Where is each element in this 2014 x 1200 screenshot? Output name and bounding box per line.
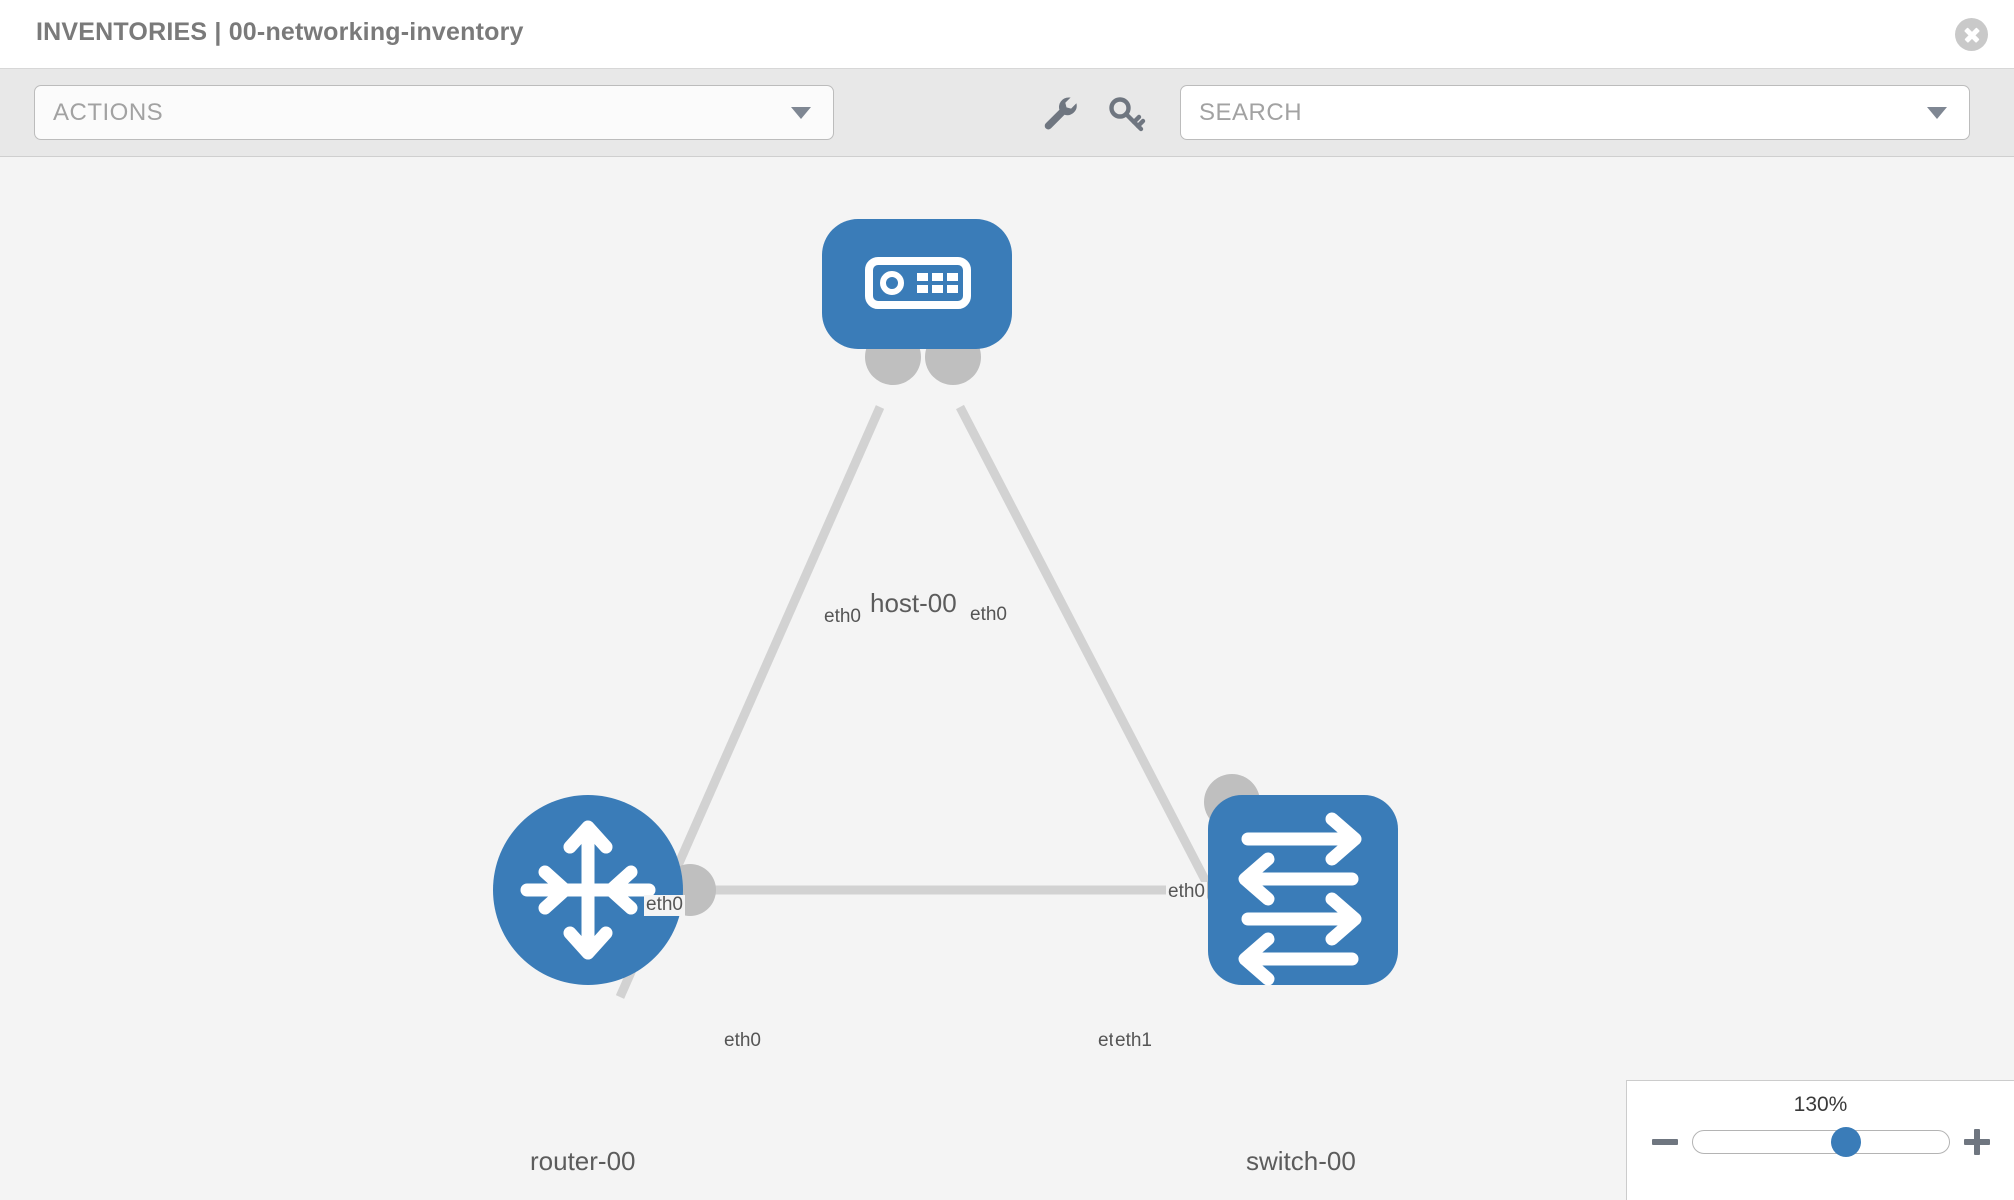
topology-links xyxy=(615,404,1249,999)
page-title: INVENTORIES | 00-networking-inventory xyxy=(36,18,524,46)
zoom-percent-label: 130% xyxy=(1793,1093,1848,1116)
edge-label-switch-up: eth0 xyxy=(1166,881,1207,903)
node-label-host-00: host-00 xyxy=(868,588,959,618)
actions-dropdown[interactable]: ACTIONS xyxy=(34,85,834,140)
edge-label-host-right: eth0 xyxy=(968,604,1009,626)
edge-label-router-up: eth0 xyxy=(644,894,685,916)
node-switch-00[interactable] xyxy=(1208,795,1398,986)
link-host-switch xyxy=(956,404,1249,960)
actions-dropdown-label: ACTIONS xyxy=(53,98,164,126)
zoom-slider[interactable] xyxy=(1691,1127,1950,1157)
key-icon[interactable] xyxy=(1105,91,1149,135)
search-input[interactable]: SEARCH xyxy=(1180,85,1970,140)
edge-label-switch-left-b: eth1 xyxy=(1113,1030,1154,1052)
node-host-00[interactable] xyxy=(822,219,1012,349)
zoom-control-panel: 130% xyxy=(1626,1080,2014,1200)
topology-canvas[interactable]: eth0 host-00 eth0 eth0 eth0 eth0 eth1 et… xyxy=(0,157,2014,1200)
wrench-icon[interactable] xyxy=(1038,91,1082,135)
toolbar: ACTIONS SEARCH xyxy=(0,69,2014,157)
zoom-slider-thumb[interactable] xyxy=(1831,1127,1862,1157)
topology-graph xyxy=(493,219,1398,999)
zoom-in-button[interactable] xyxy=(1964,1129,1990,1155)
chevron-down-icon xyxy=(1927,106,1947,119)
chevron-down-icon xyxy=(791,106,811,119)
zoom-out-button[interactable] xyxy=(1652,1129,1678,1155)
close-icon[interactable] xyxy=(1955,18,1988,51)
node-router-00[interactable] xyxy=(493,795,683,985)
edge-label-host-left: eth0 xyxy=(822,606,863,628)
node-label-router-00: router-00 xyxy=(528,1146,638,1176)
search-placeholder: SEARCH xyxy=(1199,98,1303,126)
edge-label-router-right: eth0 xyxy=(722,1030,763,1052)
node-label-switch-00: switch-00 xyxy=(1244,1146,1358,1176)
page-header: INVENTORIES | 00-networking-inventory xyxy=(0,0,2014,69)
